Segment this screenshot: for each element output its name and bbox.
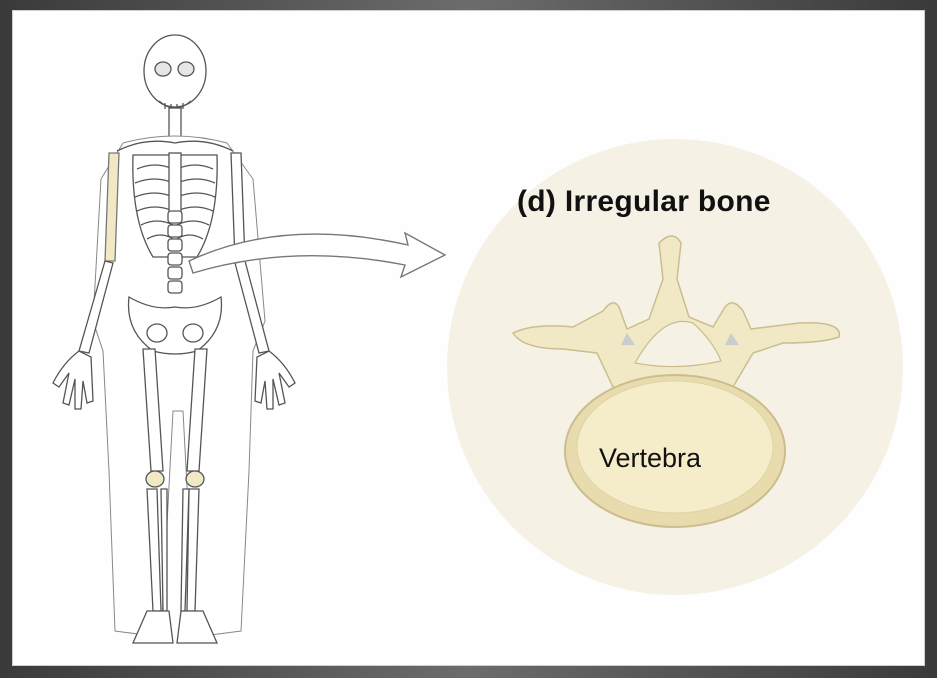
- left-femur: [142, 348, 164, 472]
- left-foot: [132, 610, 174, 644]
- right-hand: [254, 350, 296, 410]
- pointer-arrow: [188, 231, 447, 279]
- left-hand: [52, 350, 94, 410]
- humerus-highlighted: [104, 152, 120, 262]
- vertebra-label: Vertebra: [599, 443, 702, 473]
- skull: [143, 34, 207, 108]
- skeleton-figure: [52, 34, 296, 644]
- right-femur: [186, 348, 208, 472]
- figure-title: (d) Irregular bone: [517, 185, 771, 218]
- spine: [167, 210, 183, 294]
- vertebra-illustration: [511, 235, 840, 528]
- diagram-panel: (d) Irregular bone Vertebra: [12, 10, 925, 666]
- right-foot: [176, 610, 218, 644]
- left-patella: [145, 470, 165, 488]
- diagram-svg: [52, 34, 903, 644]
- right-patella: [185, 470, 205, 488]
